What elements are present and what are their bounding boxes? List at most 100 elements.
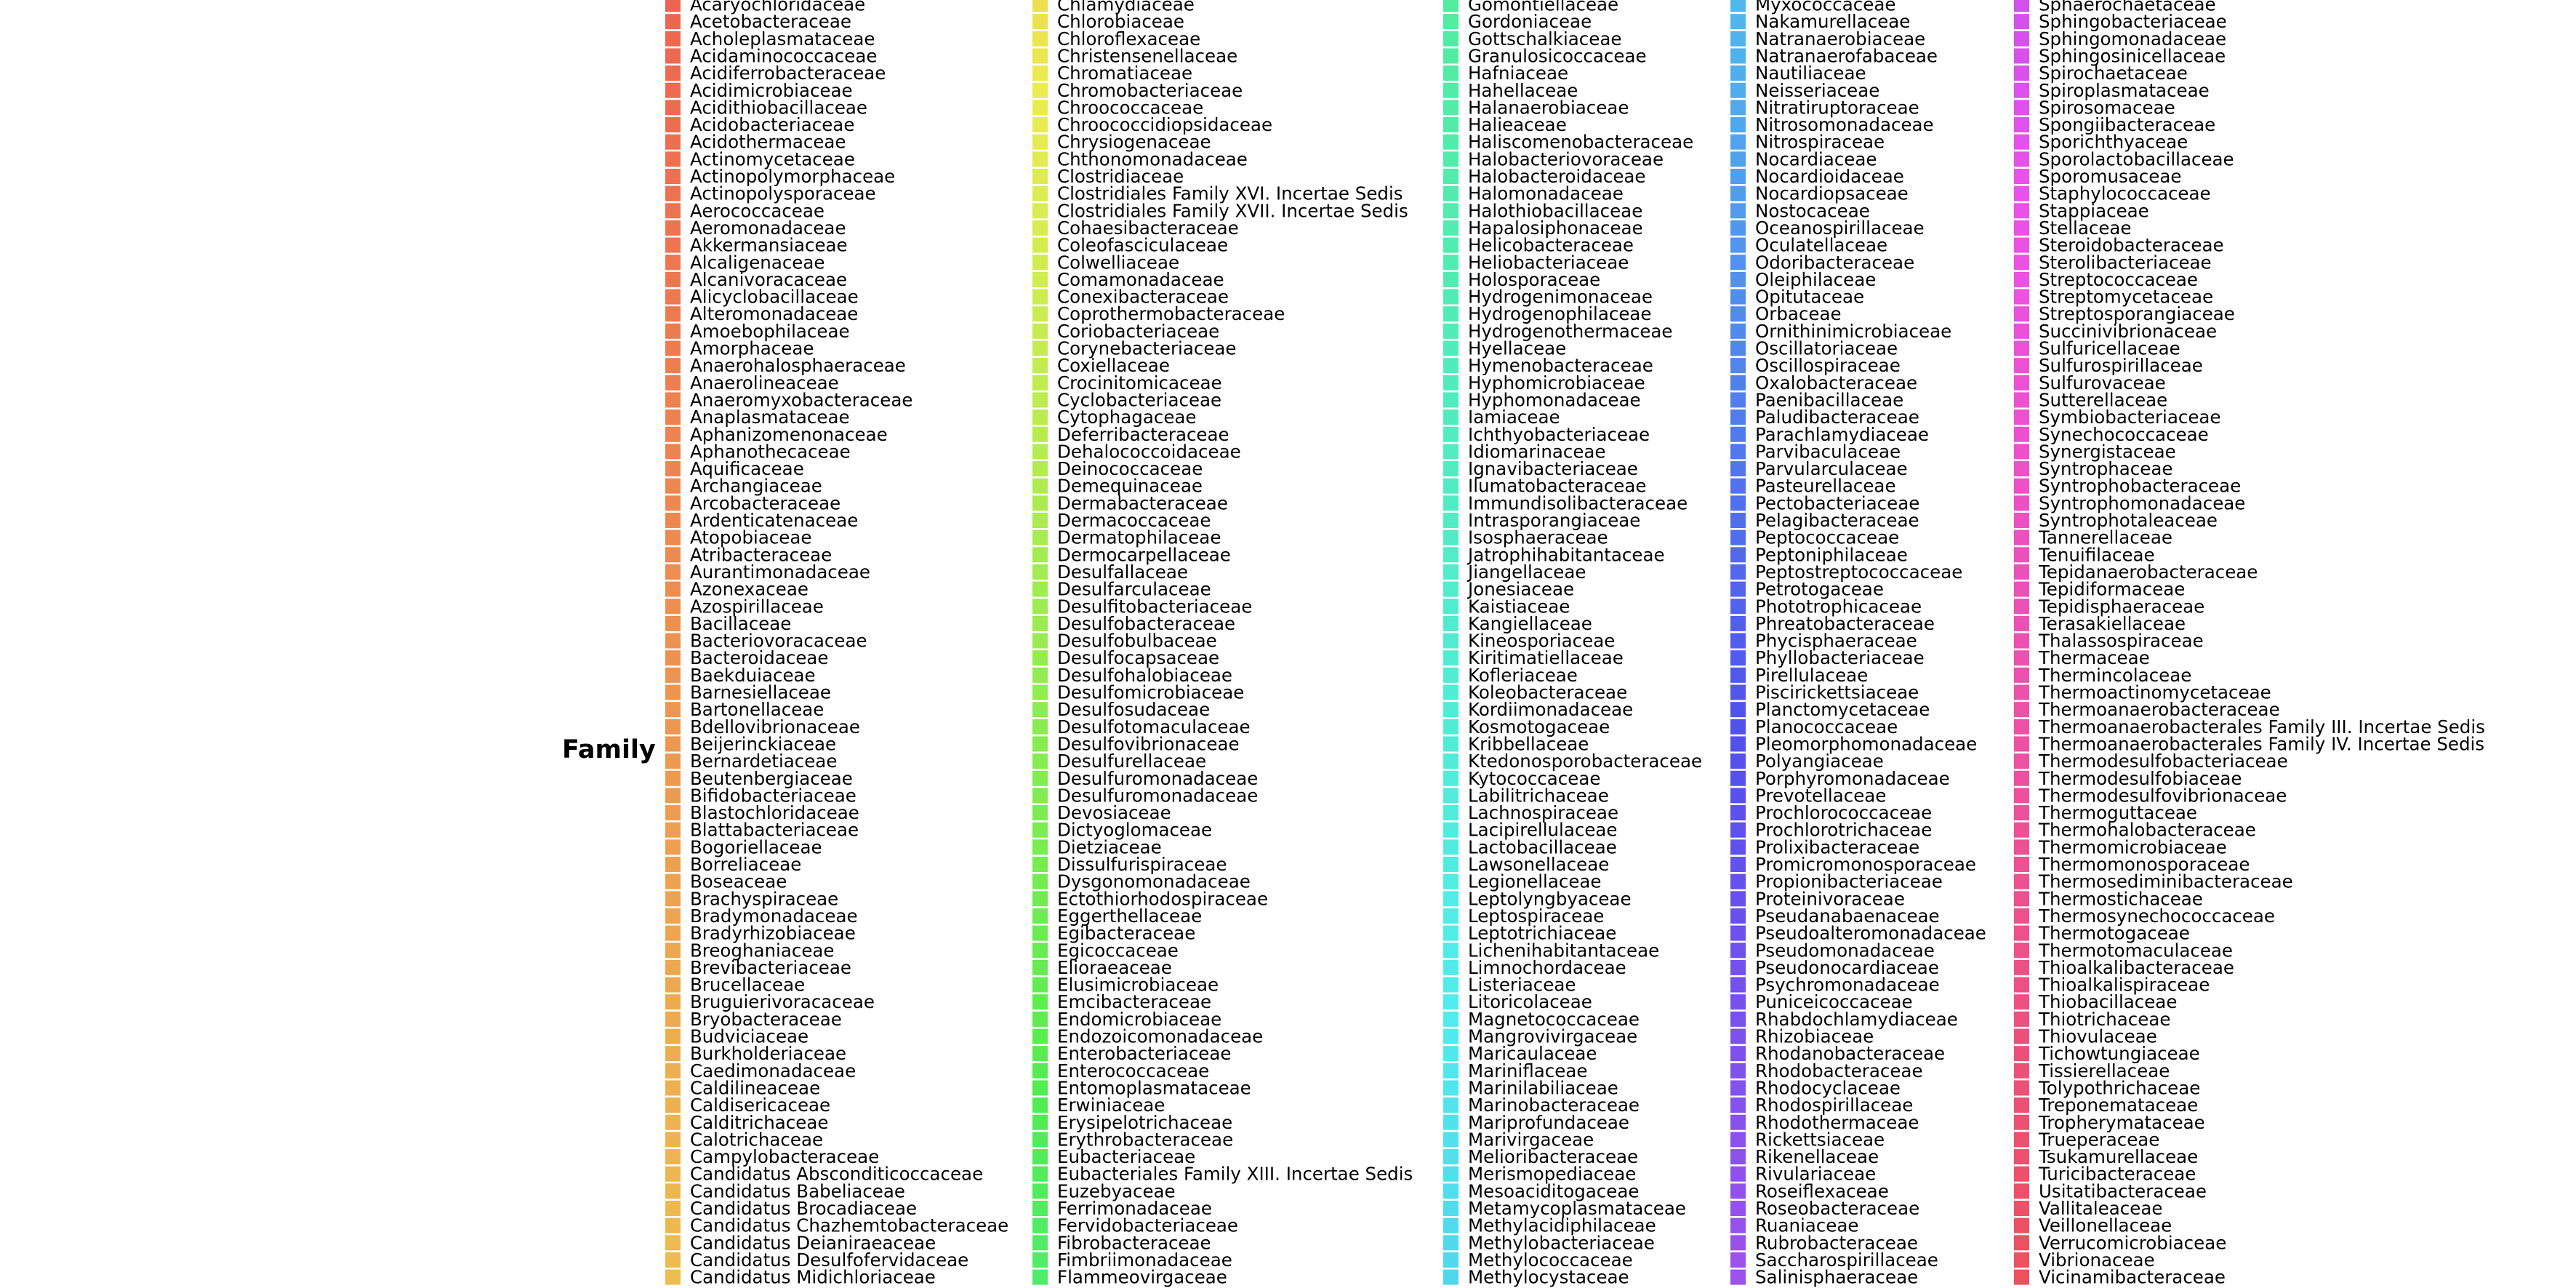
legend-label: Propionibacteriaceae <box>1755 871 1943 892</box>
legend-label: Natranaerobiaceae <box>1755 28 1925 49</box>
legend-key <box>1730 1063 1746 1079</box>
legend-label: Caedimonadaceae <box>690 1060 856 1081</box>
legend-label: Aphanothecaceae <box>690 441 851 462</box>
legend-key <box>1032 564 1048 580</box>
legend-key <box>665 271 681 287</box>
legend-key <box>2014 375 2029 391</box>
legend-label: Fervidobacteriaceae <box>1057 1215 1238 1236</box>
legend-label: Gottschalkiaceae <box>1468 28 1621 49</box>
legend-key <box>1032 271 1048 287</box>
legend-label: Alcaligenaceae <box>690 252 824 273</box>
legend-key <box>1443 0 1458 12</box>
legend-label: Thermaceae <box>2038 647 2150 668</box>
legend-label: Parachlamydiaceae <box>1755 424 1929 445</box>
legend-key <box>1443 529 1458 545</box>
legend-label: Phototrophicaceae <box>1755 596 1922 617</box>
legend-key <box>1443 203 1458 219</box>
legend-key <box>1443 289 1458 305</box>
legend-label: Streptococcaceae <box>2039 269 2198 290</box>
legend-label: Kiritimatiellaceae <box>1468 647 1624 668</box>
legend-key <box>665 134 681 150</box>
legend-key <box>1032 1080 1048 1096</box>
legend-label: Thermohalobacteraceae <box>2038 820 2256 841</box>
legend-label: Thioalkalibacteraceae <box>2038 957 2234 978</box>
legend-key <box>1032 770 1048 786</box>
legend-label: Tenuifilaceae <box>2038 544 2155 565</box>
legend-key <box>665 14 681 30</box>
legend-label: Dietziaceae <box>1057 836 1162 857</box>
legend-label: Halobacteriovoraceae <box>1468 148 1664 169</box>
legend-label: Blastochloridaceae <box>690 802 859 823</box>
legend-label: Cytophagaceae <box>1057 407 1197 428</box>
legend-label: Candidatus Midichloriaceae <box>690 1267 936 1288</box>
legend-label: Limnochordaceae <box>1468 957 1626 978</box>
legend-key <box>1730 650 1746 666</box>
legend-label: Atribacteraceae <box>690 544 832 565</box>
legend-key <box>2014 805 2029 821</box>
legend-label: Alteromonadaceae <box>690 303 858 324</box>
legend-label: Conexibacteraceae <box>1057 287 1229 308</box>
legend-key <box>665 185 681 201</box>
legend-key <box>2014 0 2029 12</box>
legend-key <box>1032 237 1048 253</box>
legend-key <box>1032 1149 1048 1165</box>
legend-key <box>2014 667 2029 683</box>
legend-key <box>1730 1166 1746 1182</box>
legend-label: Tolypothrichaceae <box>2038 1077 2200 1098</box>
legend-label: Kaistiaceae <box>1468 596 1570 617</box>
legend-key <box>1032 185 1048 201</box>
legend-label: Terasakiellaceae <box>2038 613 2186 634</box>
legend-label: Actinopolysporaceae <box>690 183 876 204</box>
legend-label: Azonexaceae <box>690 579 808 600</box>
legend-label: Devosiaceae <box>1057 802 1171 823</box>
legend-label: Peptococcaceae <box>1755 527 1899 548</box>
legend-key <box>2014 1269 2029 1285</box>
legend-label: Thermosynechococcaceae <box>2038 905 2275 927</box>
legend-label: Syntrophomonadaceae <box>2039 492 2245 513</box>
legend-key <box>665 1217 681 1233</box>
legend-label: Sulfurovaceae <box>2039 372 2166 393</box>
legend-key <box>665 237 681 253</box>
legend-label: Staphylococcaceae <box>2039 183 2211 204</box>
legend-label: Maricaulaceae <box>1468 1043 1597 1064</box>
legend-label: Marivirgaceae <box>1468 1129 1594 1150</box>
legend-label: Emcibacteraceae <box>1057 991 1211 1012</box>
legend-key <box>1443 615 1458 631</box>
legend-key <box>1032 0 1048 12</box>
legend-label: Jatrophihabitantaceae <box>1466 544 1665 565</box>
legend-label: Halomonadaceae <box>1468 183 1624 204</box>
legend-label: Isosphaeraceae <box>1468 527 1608 548</box>
legend-label: Myxococcaceae <box>1755 0 1895 15</box>
legend-key <box>1032 444 1048 460</box>
legend-key <box>2014 185 2029 201</box>
legend-key <box>1730 822 1746 838</box>
legend-key <box>1730 185 1746 201</box>
legend-label: Anaerolineaceae <box>690 372 839 393</box>
legend-label: Sporolactobacillaceae <box>2039 148 2234 169</box>
legend-key <box>665 1028 681 1044</box>
legend-key <box>1443 599 1458 615</box>
legend-label: Phreatobacteraceae <box>1755 613 1935 634</box>
legend-label: Stappiaceae <box>2039 200 2149 221</box>
legend-label: Paludibacteraceae <box>1755 407 1919 428</box>
legend-label: Vicinamibacteraceae <box>2039 1267 2226 1288</box>
legend-key <box>1443 873 1458 889</box>
legend-label: Symbiobacteriaceae <box>2039 407 2221 428</box>
legend-label: Neisseriaceae <box>1755 80 1879 101</box>
legend-label: Chromobacteriaceae <box>1057 80 1243 101</box>
legend-key <box>1730 581 1746 597</box>
legend-label: Thiotrichaceae <box>2038 1009 2170 1030</box>
legend-label: Parvibaculaceae <box>1755 441 1901 462</box>
legend-label: Amorphaceae <box>690 338 814 359</box>
legend-key <box>1032 788 1048 804</box>
legend-label: Kytococcaceae <box>1468 768 1600 789</box>
legend-key <box>2014 994 2029 1010</box>
legend-label: Acidobacteriaceae <box>690 114 854 135</box>
legend-label: Bogoriellaceae <box>690 836 822 857</box>
legend-key <box>1730 375 1746 391</box>
legend-key <box>1032 805 1048 821</box>
legend-label: Paenibacillaceae <box>1755 389 1903 410</box>
legend-label: Bacteriovoracaceae <box>690 631 867 652</box>
legend-key <box>2014 753 2029 769</box>
legend-label: Porphyromonadaceae <box>1755 768 1950 789</box>
